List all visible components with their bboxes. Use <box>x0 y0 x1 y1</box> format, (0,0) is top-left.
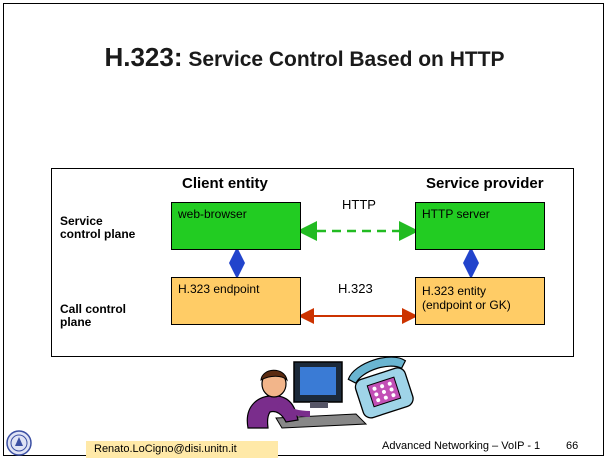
slide-title: H.323: Service Control Based on HTTP <box>0 42 609 73</box>
course-label: Advanced Networking – VoIP - 1 <box>382 440 541 452</box>
architecture-diagram: Client entity Service provider Service c… <box>51 168 574 357</box>
h323-label: H.323 <box>338 281 373 296</box>
web-browser-box: web-browser <box>171 202 301 250</box>
service-control-plane-label: Service control plane <box>60 214 136 241</box>
http-server-box: HTTP server <box>415 202 545 250</box>
page-number: 66 <box>566 440 579 452</box>
title-rest: Service Control Based on HTTP <box>182 48 505 71</box>
person-computer-phone-illustration <box>246 356 414 429</box>
service-provider-heading: Service provider <box>426 175 544 192</box>
university-seal-logo <box>6 430 32 456</box>
h323-endpoint-box: H.323 endpoint <box>171 277 301 325</box>
client-entity-heading: Client entity <box>182 175 268 192</box>
diagram-arrows <box>229 221 479 324</box>
title-main: H.323: <box>104 42 183 72</box>
http-label: HTTP <box>342 197 376 212</box>
h323-entity-box: H.323 entity (endpoint or GK) <box>415 277 545 325</box>
author-email: Renato.LoCigno@disi.unitn.it <box>86 441 278 458</box>
slide-frame <box>3 3 604 456</box>
call-control-plane-label: Call control plane <box>60 302 127 329</box>
